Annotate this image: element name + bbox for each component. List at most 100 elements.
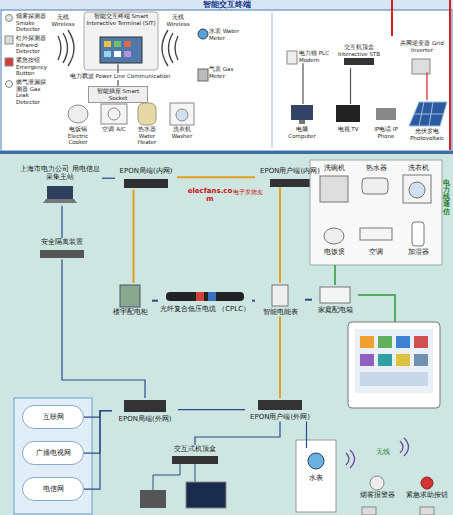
node-text: 空调 A/C [99, 126, 129, 133]
terminal: 智能交互终端 Smart Interactive Terminal (SIT) [82, 13, 160, 64]
water-meter: 水表 [298, 448, 334, 482]
connector [178, 409, 245, 410]
connector [61, 206, 62, 238]
network-cloud: 互联网 [22, 405, 84, 429]
node-text: 上海市电力公司 用电信息采集主站 [18, 165, 102, 182]
node-text: 洗碗机 [314, 164, 354, 172]
node-text: 空调 [356, 248, 396, 256]
appliance: 空调 A/C [99, 100, 129, 133]
node-text: 电信网 [25, 485, 81, 493]
label: elecfans.com [186, 187, 234, 204]
meter: 气表 Gas Meter [196, 66, 242, 79]
node-text: 智能电能表 [255, 308, 305, 316]
vertical-heading: 电力线通信 [443, 180, 450, 216]
label: 电力载波 Power Line Communication [68, 73, 172, 80]
node-text: 紧急按钮 Emergency Button [16, 57, 48, 77]
epon-onu: EPON用户端(内网) [255, 167, 325, 187]
node-text: IP电话 IP Phone [368, 126, 404, 139]
node-text: 家庭配电箱 [312, 306, 358, 314]
node-text: 电力猫 PLC Modem [299, 50, 333, 63]
appliance: 热水器 [356, 164, 396, 202]
label: 电子发烧友 [230, 188, 266, 195]
computer: 电脑 Computer [283, 104, 321, 139]
node-text: 烟雾探测器 Smoke Detector [16, 13, 48, 33]
connector [252, 300, 255, 302]
node-text: 洗衣机 [398, 164, 438, 172]
label: 无线 Wireless [48, 14, 78, 27]
node-text: 智能插座 Smart Socket [91, 88, 145, 101]
node-text: 互联网 [25, 413, 81, 421]
connector [195, 421, 280, 445]
node-text: EPON局端(内网) [115, 167, 177, 175]
sensor: 红外探测器 Infrared Detector [4, 35, 48, 55]
node-text: 安全隔离装置 [22, 238, 102, 246]
sensor: 紧急按钮 Emergency Button [4, 57, 48, 77]
appliance: 电饭锅 Electric Cooker [58, 100, 98, 146]
node-text: 加湿器 [398, 248, 438, 256]
connector [152, 300, 158, 302]
label: 无线 [372, 448, 394, 456]
connector [84, 411, 112, 490]
node-text: 并网逆变器 Grid Inverter [395, 40, 449, 53]
solar-panel: 光伏发电 Photovoltaic [405, 100, 449, 141]
epon-onu: EPON用户端(外网) [245, 398, 315, 421]
epon-olt: EPON局端(内网) [115, 167, 177, 189]
appliance-group: 电力线通信洗碗机热水器洗衣机电饭煲空调加湿器 [310, 160, 442, 265]
node-text: EPON局端(外网) [112, 415, 178, 423]
alarm: 紧急求助按钮 [403, 474, 451, 500]
set-top-box: 交互式机顶盒 [165, 445, 225, 468]
node-text: 交互机顶盒 Interactive STB [335, 44, 383, 57]
node-text: 交互式机顶盒 [165, 445, 225, 453]
epon-olt: EPON局端(外网) [112, 398, 178, 423]
isolation-device: 安全隔离装置 [22, 238, 102, 259]
node-text: 水表 Water Meter [209, 28, 242, 41]
connector [84, 411, 112, 418]
node-text: 燃气泄漏探测器 Gas Leak Detector [16, 79, 48, 105]
appliance: 热水器 Water Heater [130, 100, 164, 146]
master-station: 上海市电力公司 用电信息采集主站 [18, 165, 102, 206]
connector [102, 178, 115, 179]
connector [302, 63, 303, 104]
phone: IP电话 IP Phone [368, 104, 404, 139]
appliance: 电饭煲 [314, 220, 354, 256]
connector [426, 72, 427, 100]
node-text: 电饭煲 [314, 248, 354, 256]
node-text: EPON用户端(内网) [255, 167, 325, 175]
appliance: 加湿器 [398, 220, 438, 256]
distribution-cabinet: 楼宇配电柜 [108, 283, 152, 316]
node-text: 洗衣机 Washer [165, 126, 199, 139]
appliance: 洗碗机 [314, 164, 354, 202]
node-text: EPON用户端(外网) [245, 413, 315, 421]
connector [350, 68, 351, 104]
node-text: 热水器 [356, 164, 396, 172]
node-text: 热水器 Water Heater [130, 126, 164, 146]
appliance: 空调 [356, 220, 396, 256]
node-text: 水表 [298, 474, 334, 482]
modem: 电力猫 PLC Modem [285, 50, 333, 63]
tv: 电视 TV [330, 104, 366, 133]
network-cloud: 电信网 [22, 477, 84, 501]
label: 无线 Wireless [163, 14, 193, 27]
node-text: 电视 TV [330, 126, 366, 133]
node-text: 楼宇配电柜 [108, 308, 152, 316]
inverter: 并网逆变器 Grid Inverter [395, 40, 449, 72]
node-text: 电脑 Computer [283, 126, 321, 139]
sensor: 烟雾探测器 Smoke Detector [4, 13, 48, 33]
node-text: 气表 Gas Meter [209, 66, 242, 79]
node-text: 电饭锅 Electric Cooker [58, 126, 98, 146]
distribution-box: 家庭配电箱 [312, 285, 358, 314]
connector [177, 176, 255, 178]
connector [305, 299, 312, 301]
diagram-title: 智能交互终端 [0, 0, 453, 10]
node-text: 智能交互终端 Smart Interactive Terminal (SIT) [82, 13, 160, 26]
smart-meter: 智能电能表 [255, 283, 305, 316]
node-text: 烟雾报警器 [353, 492, 401, 500]
node-text: 红外探测器 Infrared Detector [16, 35, 48, 55]
cable: 光纤复合低压电缆 （CPLC） [158, 288, 252, 313]
connector [84, 411, 112, 454]
node-text: 光伏发电 Photovoltaic [405, 128, 449, 141]
connector [279, 187, 281, 283]
socket-box: 智能插座 Smart Socket [88, 86, 148, 103]
connector [133, 189, 135, 283]
